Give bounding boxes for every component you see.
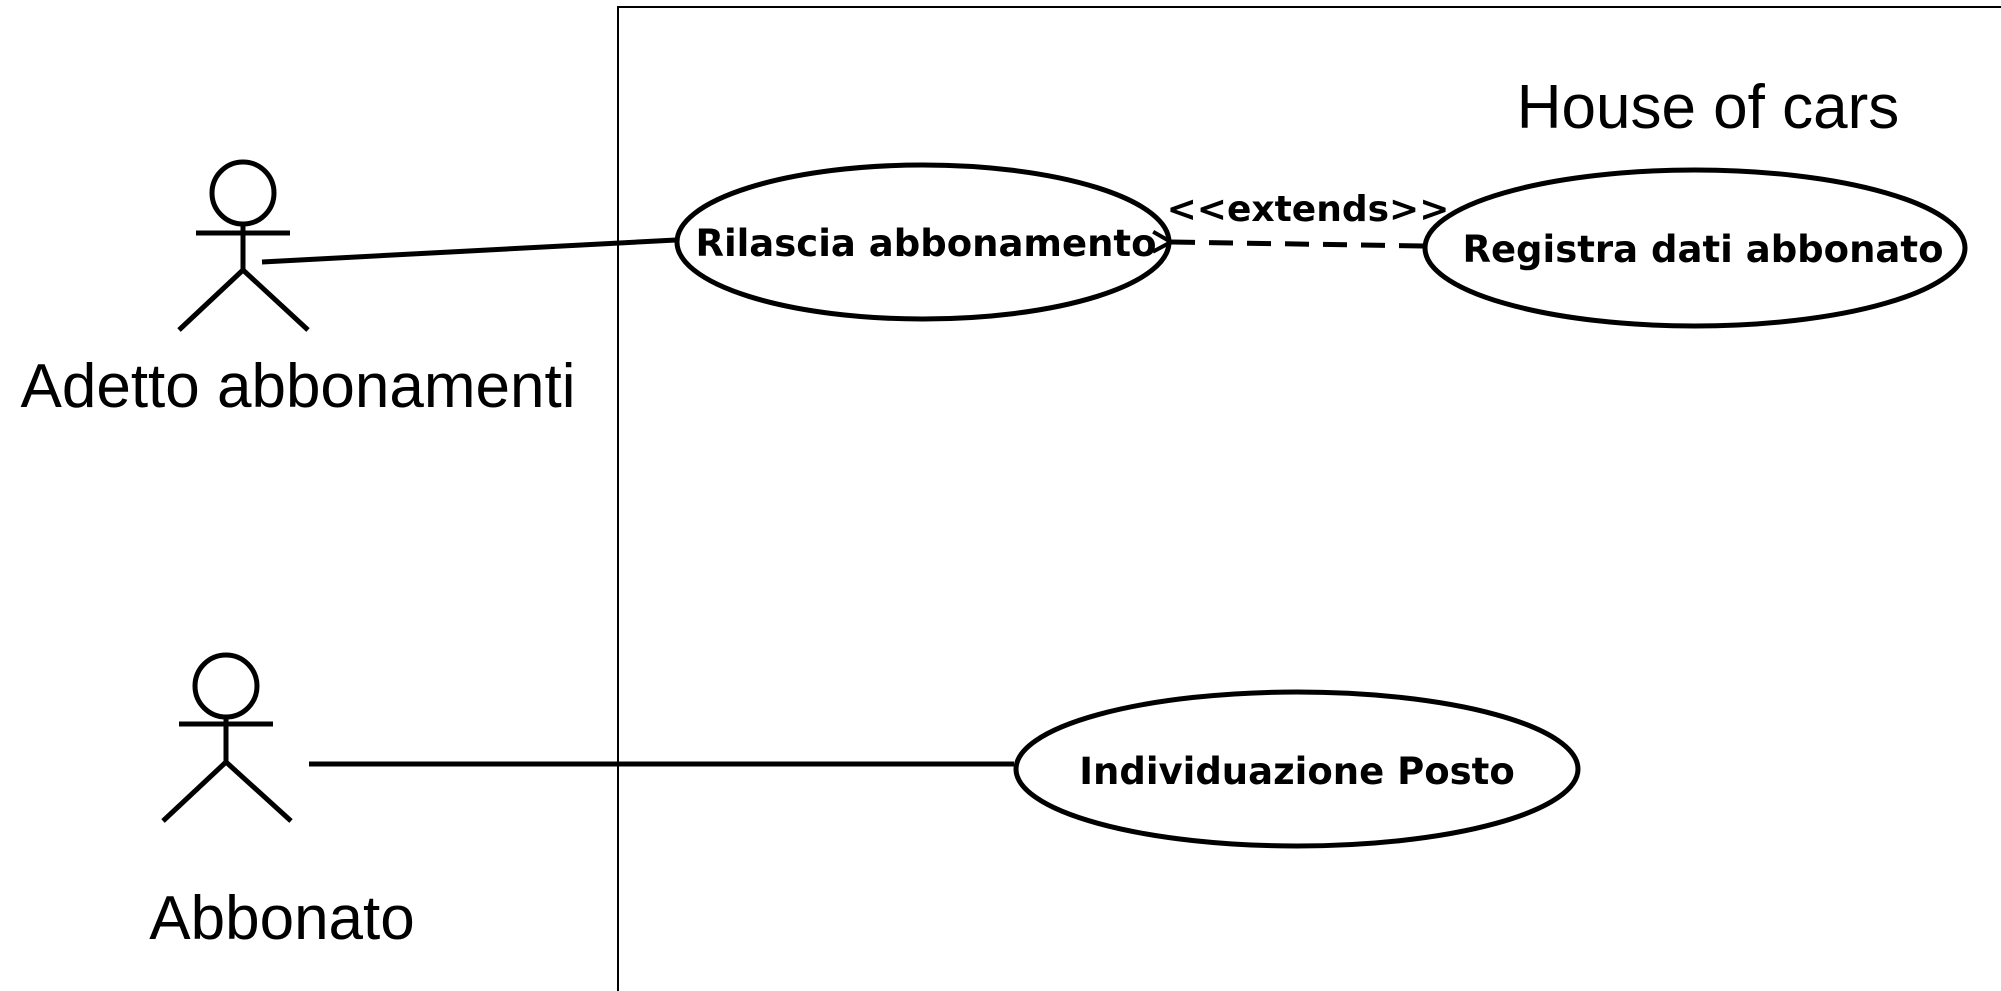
use-case-label: Individuazione Posto — [1079, 750, 1515, 793]
use-case-rilascia-abbonamento[interactable]: Rilascia abbonamento — [674, 162, 1172, 322]
system-boundary: House of cars — [617, 6, 2001, 991]
extend-arrow — [1171, 242, 1424, 246]
use-case-registra-dati-abbonato[interactable]: Registra dati abbonato — [1422, 167, 1968, 329]
extend-label: <<extends>> — [1167, 189, 1450, 230]
use-case-label: Rilascia abbonamento — [695, 222, 1156, 265]
stick-figure-icon — [177, 159, 310, 332]
association-line — [261, 237, 677, 265]
actor-label: Abbonato — [149, 884, 414, 953]
actor-abbonato[interactable]: Abbonato — [149, 652, 415, 953]
actor-label: Adetto abbonamenti — [21, 352, 576, 421]
stick-figure-icon — [161, 652, 293, 823]
actor-adetto-abbonamenti[interactable]: Adetto abbonamenti — [21, 159, 576, 421]
use-case-label: Registra dati abbonato — [1462, 228, 1943, 271]
system-title: House of cars — [1517, 73, 1900, 142]
use-case-individuazione-posto[interactable]: Individuazione Posto — [1013, 689, 1581, 849]
